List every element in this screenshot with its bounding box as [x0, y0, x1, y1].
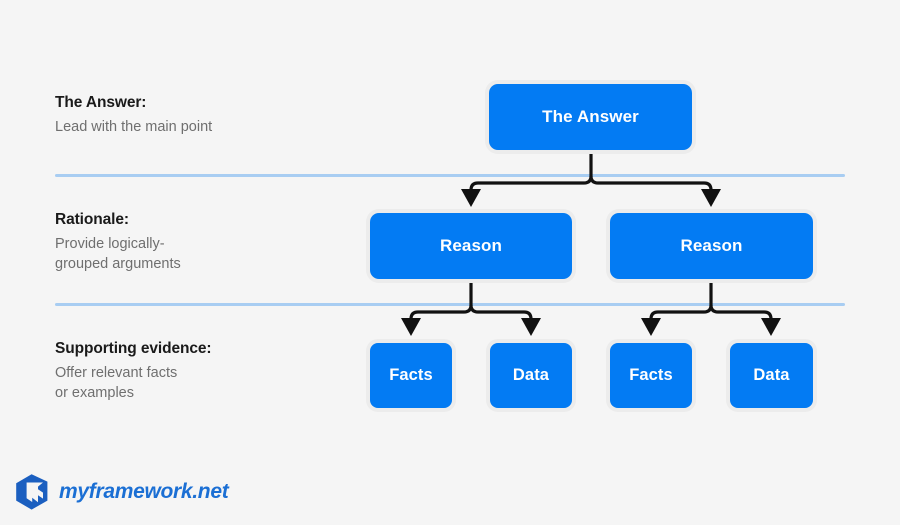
- node-facts-right[interactable]: Facts: [610, 343, 692, 408]
- row-desc-rationale: Provide logically- grouped arguments: [55, 236, 181, 272]
- brand-name: myframework.net: [59, 480, 229, 503]
- row-label-answer: The Answer: Lead with the main point: [55, 93, 212, 137]
- separator-rationale-evidence: [55, 303, 845, 306]
- node-label: Facts: [629, 366, 673, 384]
- row-label-evidence: Supporting evidence: Offer relevant fact…: [55, 339, 212, 403]
- node-label: Data: [753, 366, 790, 384]
- row-title-rationale: Rationale:: [55, 211, 129, 228]
- arrowhead-data-right: [761, 318, 781, 336]
- brand-footer[interactable]: myframework.net: [14, 473, 229, 511]
- node-label: Reason: [439, 236, 502, 255]
- separator-answer-rationale: [55, 174, 845, 177]
- node-reason-right[interactable]: Reason: [610, 213, 813, 279]
- arrowhead-reason-left: [461, 189, 481, 207]
- arrowhead-facts-left: [401, 318, 421, 336]
- node-label: Reason: [680, 236, 743, 255]
- node-label: The Answer: [542, 107, 639, 126]
- arrowhead-reason-right: [701, 189, 721, 207]
- row-desc-answer: Lead with the main point: [55, 119, 213, 135]
- node-label: Facts: [389, 366, 433, 384]
- arrowhead-facts-right: [641, 318, 661, 336]
- node-facts-left[interactable]: Facts: [370, 343, 452, 408]
- node-the-answer[interactable]: The Answer: [489, 84, 692, 150]
- row-label-rationale: Rationale: Provide logically- grouped ar…: [55, 210, 181, 274]
- arrowhead-data-left: [521, 318, 541, 336]
- hexagon-flag-logo-icon: [16, 474, 48, 510]
- row-title-answer: The Answer:: [55, 94, 147, 111]
- node-data-right[interactable]: Data: [730, 343, 813, 408]
- node-label: Data: [512, 366, 550, 384]
- row-title-evidence: Supporting evidence:: [55, 340, 212, 357]
- node-reason-left[interactable]: Reason: [370, 213, 572, 279]
- row-desc-evidence: Offer relevant facts or examples: [55, 365, 178, 401]
- node-data-left[interactable]: Data: [490, 343, 572, 408]
